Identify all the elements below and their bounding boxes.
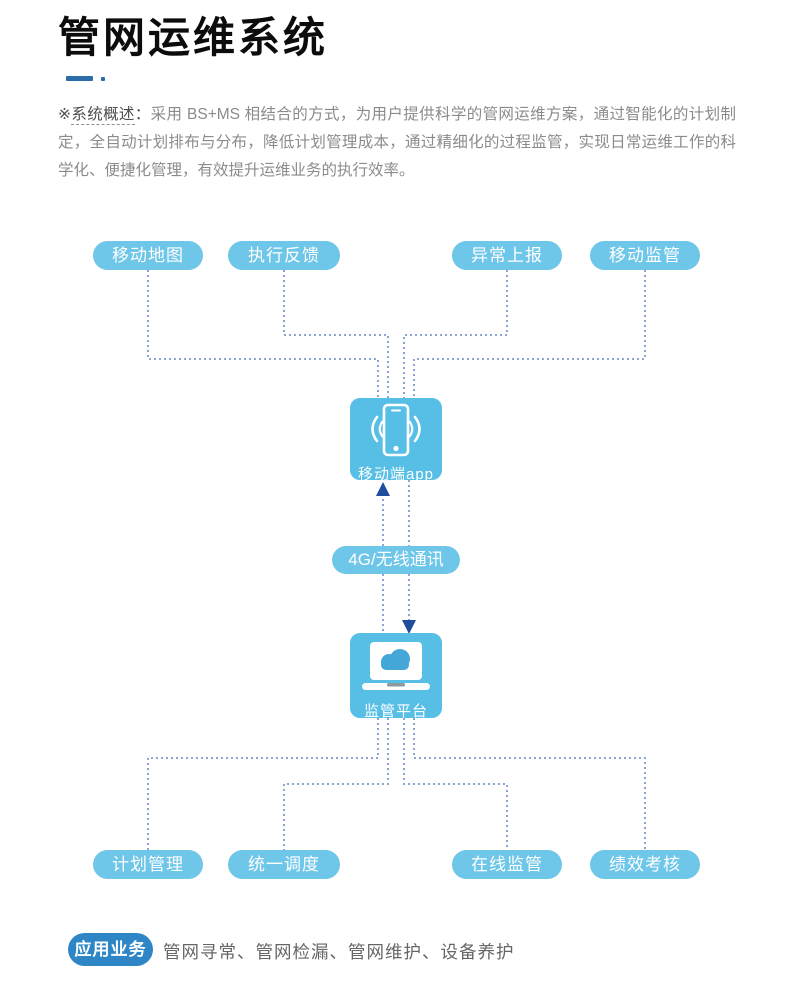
applied-business-items: 管网寻常、管网检漏、管网维护、设备养护 (163, 942, 515, 962)
connector-top-inner-left (283, 270, 389, 398)
connector-bottom-inner-left (283, 718, 389, 850)
mobile-app-label: 移动端app (357, 466, 435, 483)
arrow-down-icon (402, 620, 416, 634)
platform-label: 监管平台 (363, 703, 428, 720)
node-mobile-map: 移动地图 (93, 241, 203, 270)
overview-label-colon: ： (134, 106, 151, 123)
page-title: 管网运维系统 (58, 14, 329, 61)
title-dot-decoration (101, 77, 105, 81)
node-mobile-supervision: 移动监管 (590, 241, 700, 270)
arrow-up-icon (376, 482, 390, 496)
connector-top-inner-right (403, 270, 508, 398)
applied-business-badge: 应用业务 (68, 933, 153, 966)
connector-bottom-outer-right (413, 718, 646, 850)
overview-label-term: 系统概述 (71, 106, 135, 125)
node-supervision-platform: 监管平台 (350, 633, 442, 720)
connector-bottom-inner-right (403, 718, 508, 850)
connector-top-outer-left (147, 270, 379, 398)
connector-top-outer-right (413, 270, 646, 398)
mobile-phone-icon (371, 403, 421, 457)
node-mobile-app: 移动端app (350, 398, 442, 483)
system-overview-paragraph: ※系统概述：采用 BS+MS 相结合的方式，为用户提供科学的管网运维方案，通过智… (58, 101, 736, 185)
node-plan-management: 计划管理 (93, 850, 203, 879)
node-online-monitoring: 在线监管 (452, 850, 562, 879)
node-execution-feedback: 执行反馈 (228, 241, 340, 270)
laptop-cloud-icon (362, 642, 430, 690)
node-4g-wireless-link: 4G/无线通讯 (332, 546, 460, 574)
connector-bottom-outer-left (147, 718, 379, 850)
node-unified-dispatch: 统一调度 (228, 850, 340, 879)
node-exception-report: 异常上报 (452, 241, 562, 270)
overview-body-text: 采用 BS+MS 相结合的方式，为用户提供科学的管网运维方案，通过智能化的计划制… (58, 106, 736, 179)
overview-label-prefix: ※ (58, 106, 72, 123)
title-dash-decoration (66, 76, 93, 81)
node-performance-assessment: 绩效考核 (590, 850, 700, 879)
